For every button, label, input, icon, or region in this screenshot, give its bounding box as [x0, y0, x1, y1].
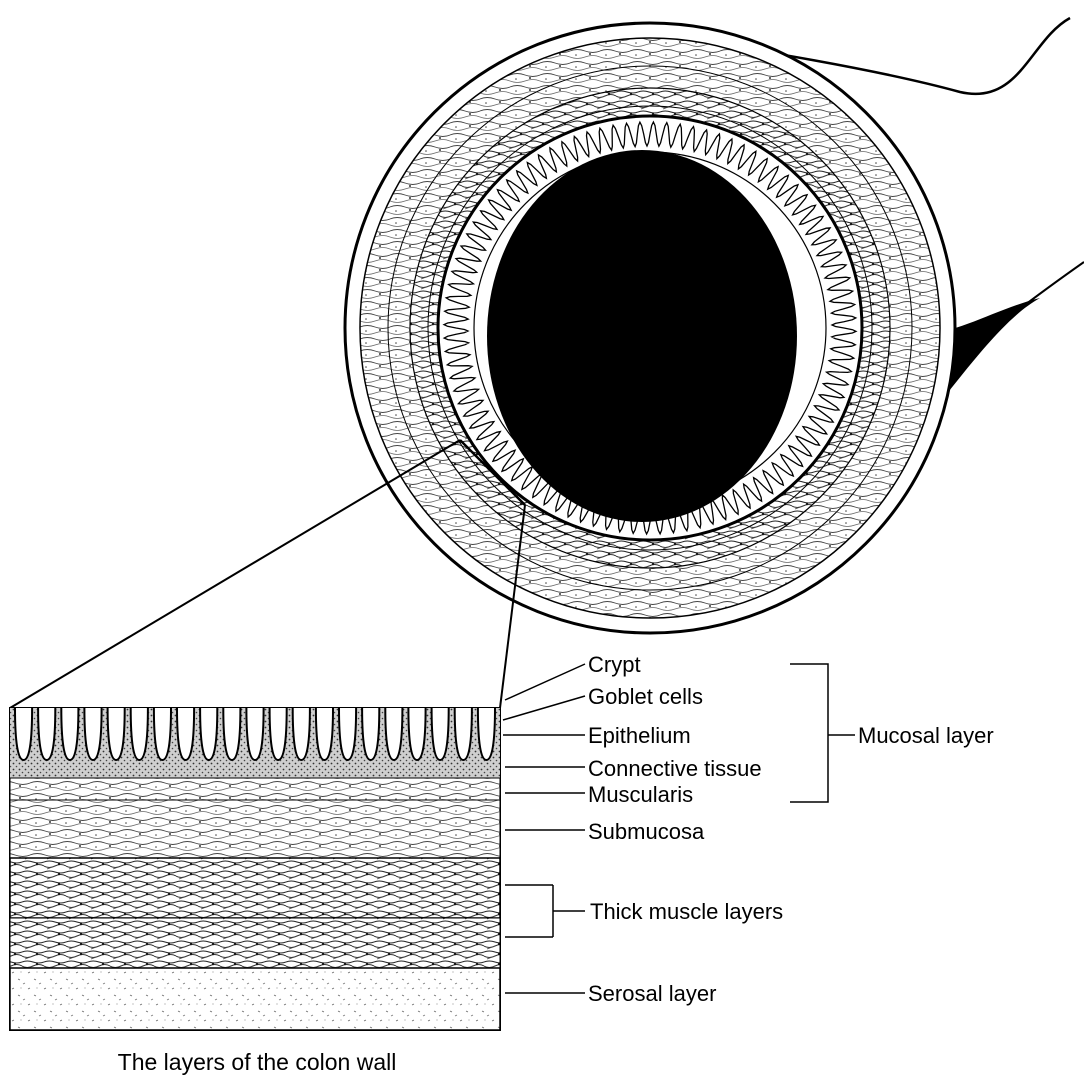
label-epithelium: Epithelium	[588, 723, 691, 748]
lumen	[487, 150, 797, 522]
label-mucosal-layer: Mucosal layer	[858, 723, 994, 748]
label-connective-tissue: Connective tissue	[588, 756, 762, 781]
label-muscularis: Muscularis	[588, 782, 693, 807]
zoom-line-left	[10, 440, 460, 708]
label-crypt: Crypt	[588, 652, 641, 677]
colon-cross-section	[345, 23, 955, 633]
label-goblet-cells: Goblet cells	[588, 684, 703, 709]
label-thick-muscle-layers: Thick muscle layers	[590, 899, 783, 924]
diagram-caption: The layers of the colon wall	[118, 1049, 397, 1075]
label-serosal-layer: Serosal layer	[588, 981, 716, 1006]
wall-section-detail	[10, 708, 500, 1030]
crypts-detail	[15, 708, 495, 760]
label-submucosa: Submucosa	[588, 819, 705, 844]
